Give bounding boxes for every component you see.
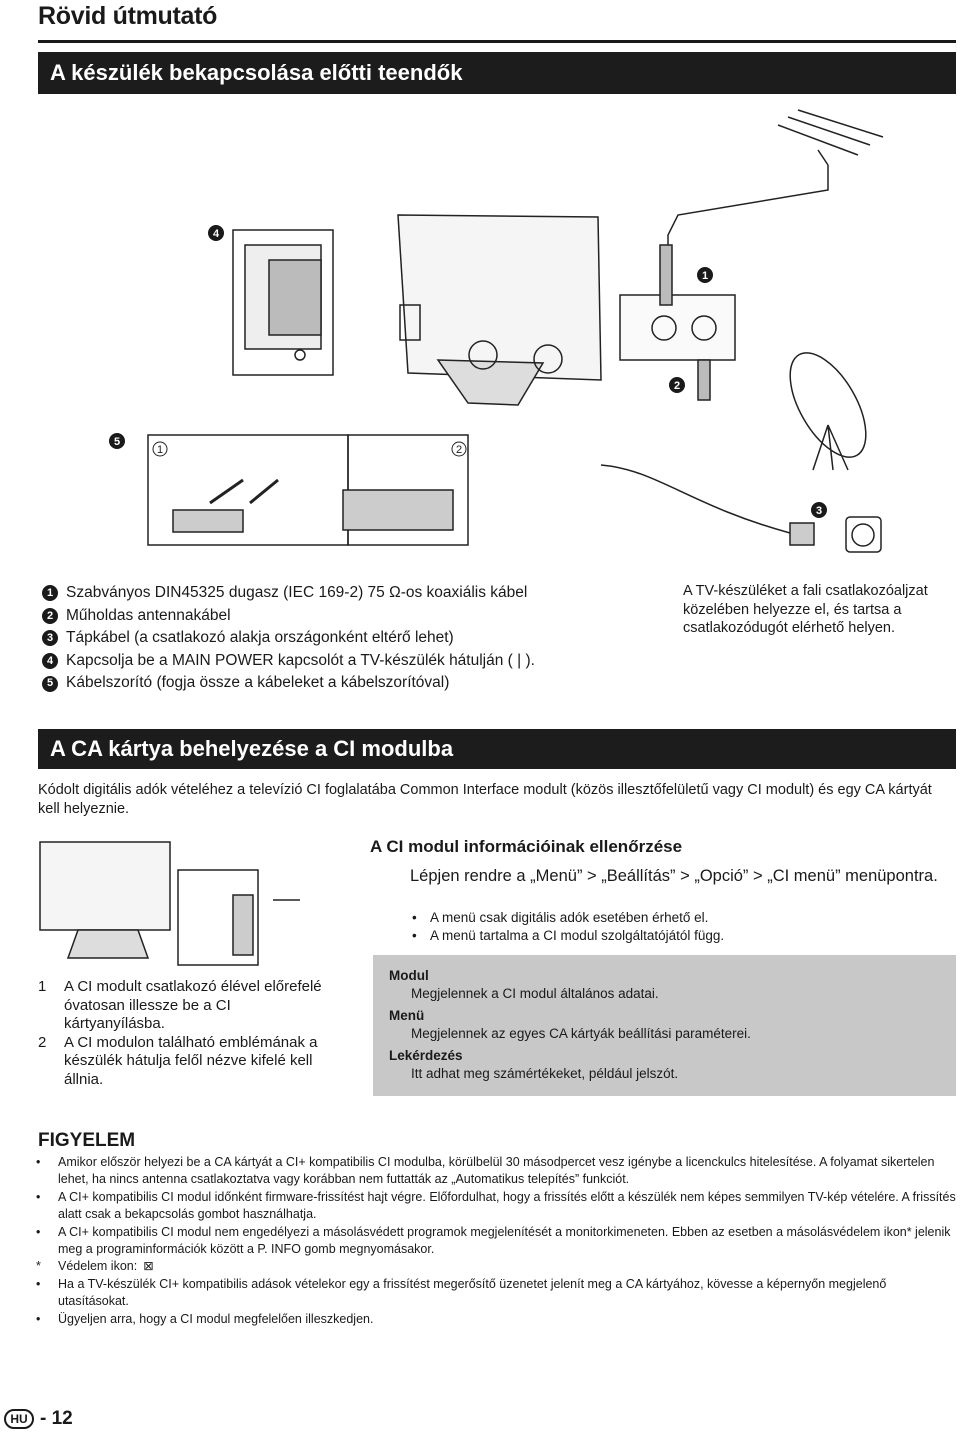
list-item: •A CI+ kompatibilis CI modul időnként fi… [36,1189,956,1222]
box-desc: Megjelennek az egyes CA kártyák beállítá… [411,1026,751,1041]
legend-item: 3 Tápkábel (a csatlakozó alakja országonk… [42,627,642,650]
page-number: HU - 12 [4,1408,73,1430]
list-item: •Ha a TV-készülék CI+ kompatibilis adáso… [36,1276,887,1309]
page-number-text: - 12 [40,1408,73,1429]
callout-2: 2 [674,380,680,392]
box-desc: Megjelennek a CI modul általános adatai. [411,986,659,1001]
power-switch-panel [232,229,334,376]
warning-list: •Amikor először helyezi be a CA kártyát … [36,1154,958,1328]
list-item: •Ügyeljen arra, hogy a CI modul megfelel… [36,1311,374,1326]
box-term: Lekérdezés [389,1048,463,1063]
legend-number: 2 [42,607,58,624]
list-item: *Védelem ikon:⊠ [36,1258,958,1275]
ci-slot-diagram [39,841,300,966]
connection-diagram: 4 1 2 5 3 1 2 [109,109,884,553]
side-note: A TV-készüléket a fali csatlakozóaljzat … [683,583,928,636]
inset-label-1: 1 [157,444,163,456]
legend-number: 3 [42,630,58,647]
ci-step: Lépjen rendre a „Menü” > „Beállítás” > „… [410,867,938,885]
legend-text: Műholdas antennakábel [66,606,231,624]
list-item: •A menü tartalma a CI modul szolgáltatój… [412,928,725,943]
ci-bullets: •A menü csak digitális adók esetében érh… [412,909,952,945]
callout-3: 3 [816,505,822,517]
legend-number: 4 [42,653,58,670]
tv-back [397,214,602,381]
section-heading-power: A készülék bekapcsolása előtti teendők [38,52,956,94]
list-item: •A menü csak digitális adók esetében érh… [412,910,709,925]
ci-menu-box: Modul Megjelennek a CI modul általános a… [373,955,956,1096]
legend: 1 Szabványos DIN45325 dugasz (IEC 169-2) … [42,582,642,695]
legend-item: 2 Műholdas antennakábel [42,605,642,628]
legend-text: Tápkábel (a csatlakozó alakja országonké… [66,629,454,647]
tv-stand [436,359,545,406]
legend-number: 1 [42,585,58,602]
satellite-dish [789,352,867,458]
ci-intro: Kódolt digitális adók vételéhez a televí… [38,782,932,817]
page-title: Rövid útmutató [38,2,218,30]
box-desc: Itt adhat meg számértékeket, például jel… [411,1066,679,1081]
section-heading-ci: A CA kártya behelyezése a CI modulba [38,729,956,769]
ci-module [232,894,254,956]
language-badge: HU [4,1409,34,1429]
power-plug [789,522,815,546]
warning-heading: FIGYELEM [38,1130,136,1151]
legend-number: 5 [42,675,58,692]
legend-item: 5 Kábelszorító (fogja össze a kábeleket a… [42,672,642,695]
box-term: Modul [389,968,429,983]
legend-item: 1 Szabványos DIN45325 dugasz (IEC 169-2) … [42,582,642,605]
callout-1: 1 [702,270,708,282]
power-symbol-icon [294,349,306,361]
list-item: •A CI+ kompatibilis CI modul nem engedél… [36,1224,951,1257]
legend-text: Kapcsolja be a MAIN POWER kapcsolót a TV… [66,651,535,669]
box-term: Menü [389,1008,425,1023]
list-item: •Amikor először helyezi be a CA kártyát … [36,1155,935,1187]
title-rule [38,40,956,43]
ci-info-heading: A CI modul információinak ellenőrzése [370,837,683,856]
callout-4: 4 [213,228,220,240]
inset-label-2: 2 [456,444,462,456]
wall-socket [845,516,882,553]
legend-text: Szabványos DIN45325 dugasz (IEC 169-2) 7… [66,584,528,601]
satellite-connector [697,359,711,401]
legend-text: Kábelszorító (fogja össze a kábeleket a … [66,674,450,692]
legend-item: 4 Kapcsolja be a MAIN POWER kapcsolót a T… [42,650,642,673]
coax-connector [659,244,673,306]
callout-5: 5 [114,436,120,448]
copy-protection-icon: ⊠ [143,1259,154,1274]
